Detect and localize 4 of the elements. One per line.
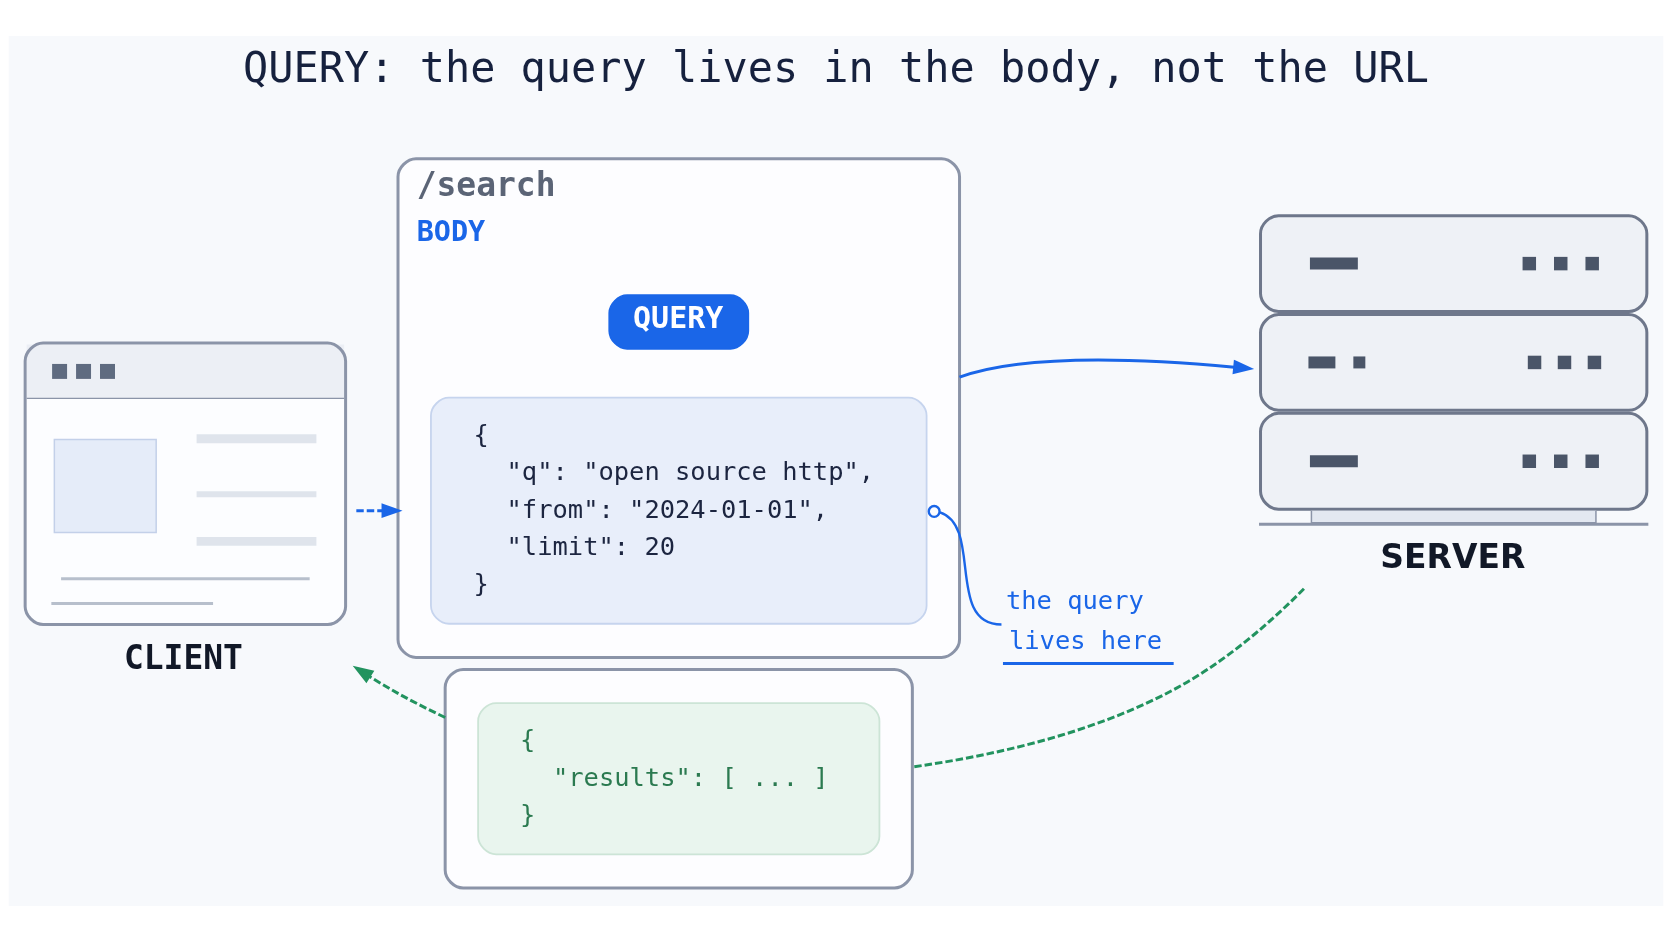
diagram-title: QUERY: the query lives in the body, not the URL [243,42,1429,92]
node-label: CLIENT [123,637,243,677]
node-label: SERVER [1380,536,1526,576]
node-text: the query lives here [1005,584,1163,655]
